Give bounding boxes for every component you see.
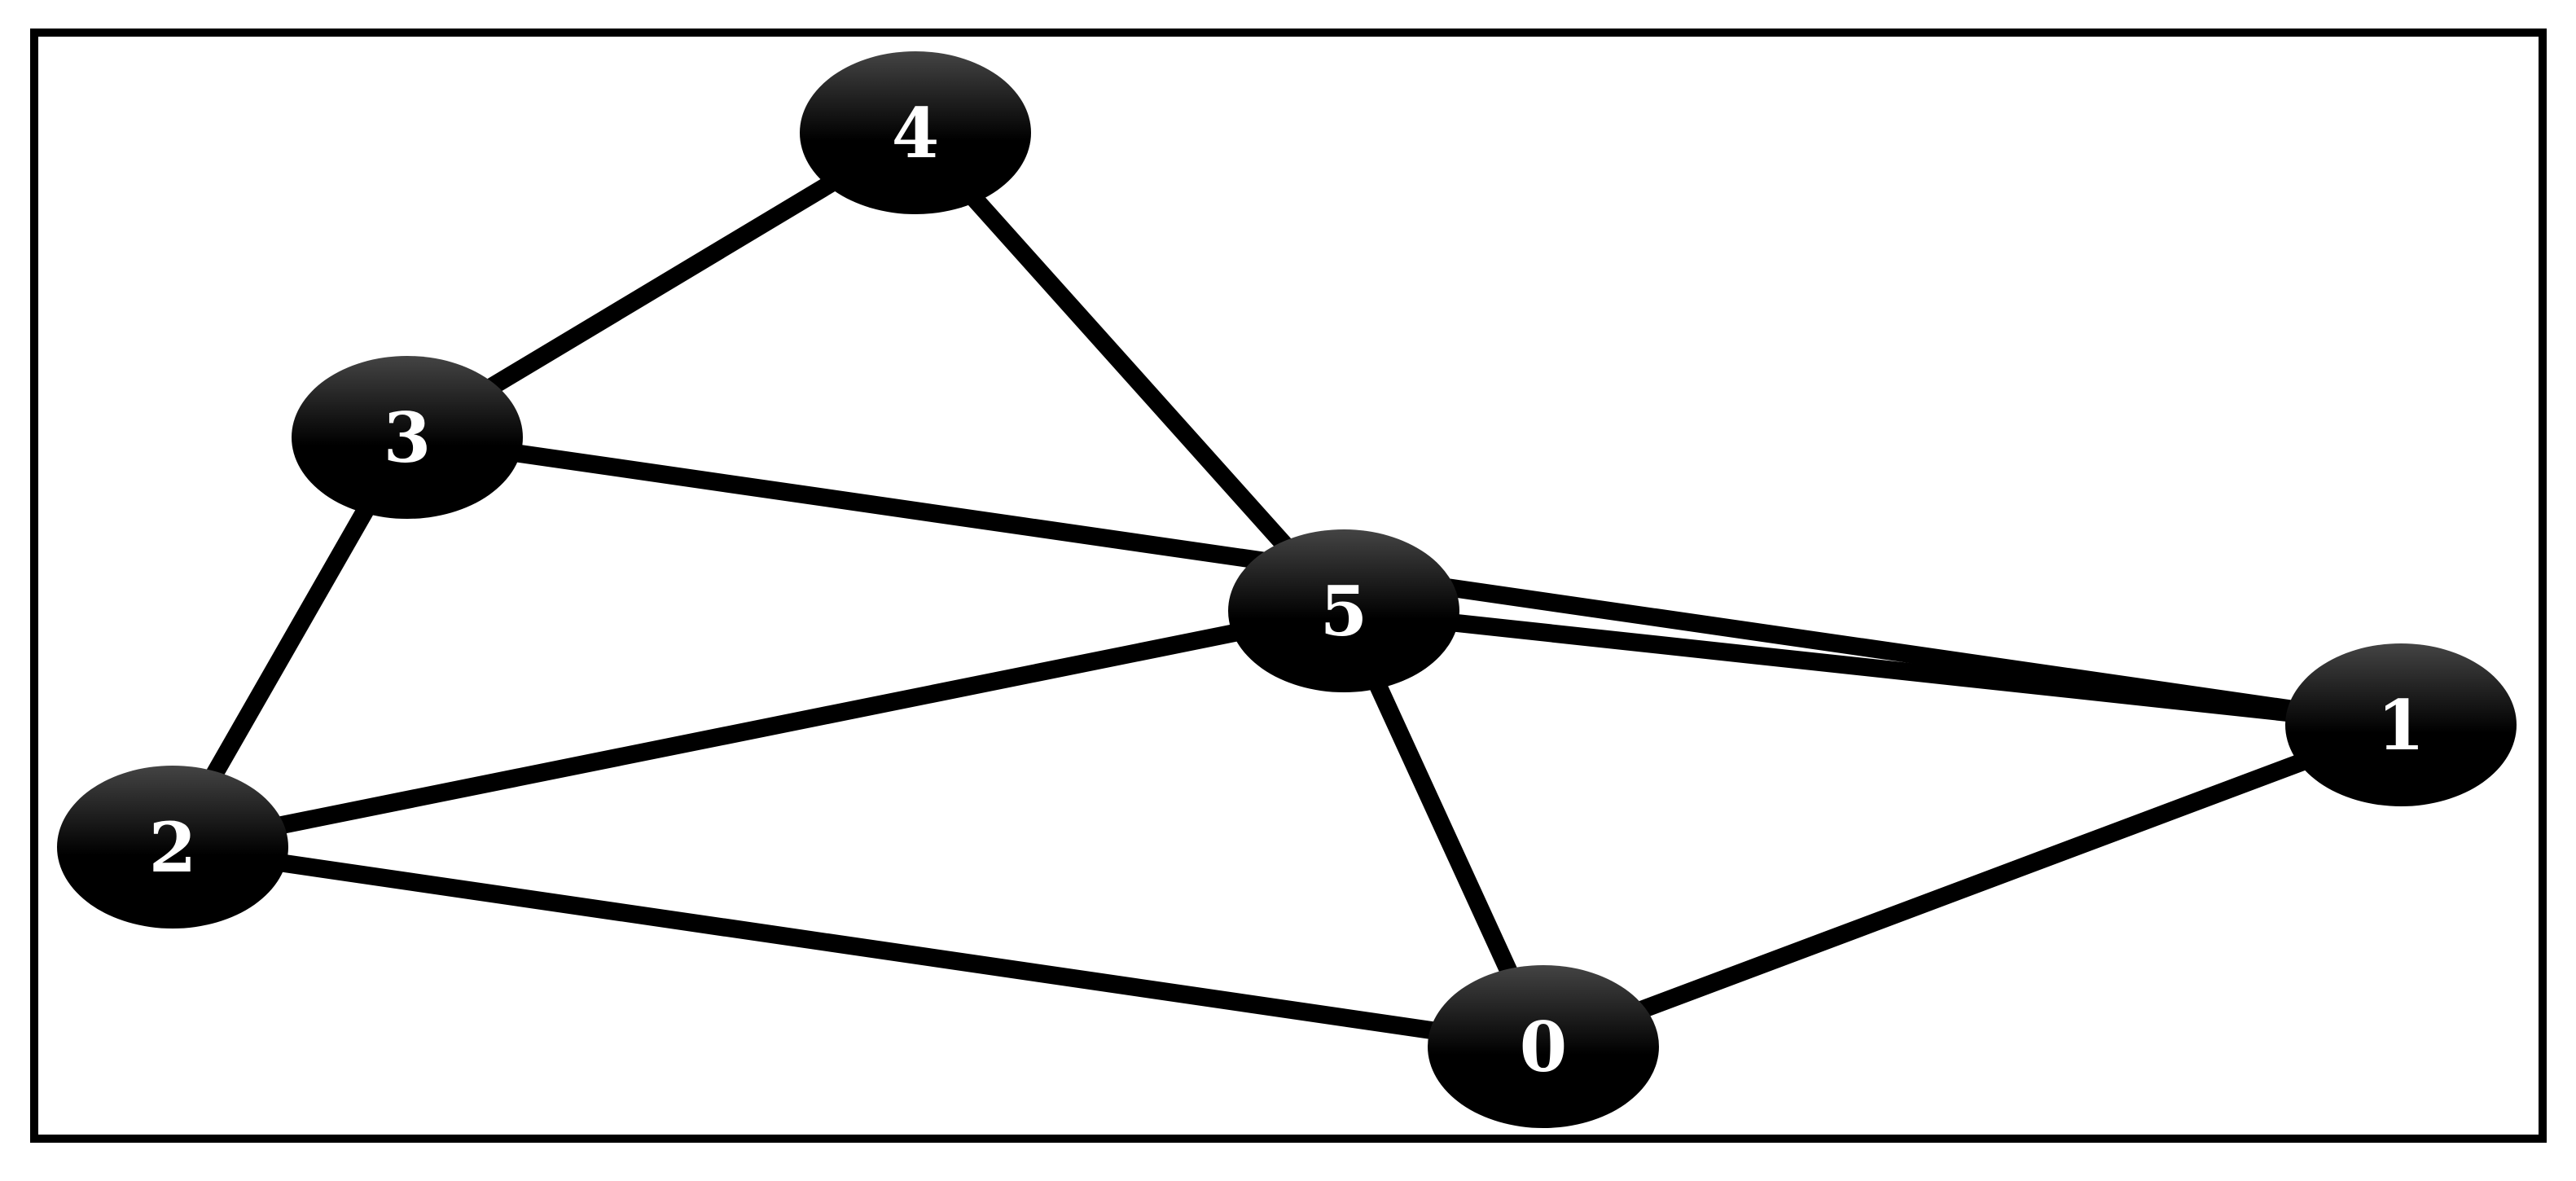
node-2[interactable]: 2 bbox=[57, 766, 288, 929]
node-label: 4 bbox=[892, 93, 939, 173]
node-ellipse bbox=[57, 766, 288, 929]
node-label: 5 bbox=[1320, 571, 1367, 652]
node-4[interactable]: 4 bbox=[800, 51, 1031, 214]
node-5[interactable]: 5 bbox=[1228, 529, 1459, 692]
edge-0-1 bbox=[1540, 716, 2404, 1056]
node-label: 0 bbox=[1520, 1007, 1567, 1087]
node-label: 1 bbox=[2377, 685, 2425, 766]
edge-5-1 bbox=[1342, 602, 2403, 734]
edge-4-5 bbox=[908, 126, 1351, 617]
node-ellipse bbox=[292, 356, 523, 519]
node-label: 3 bbox=[384, 397, 431, 478]
edge-2-0 bbox=[171, 838, 1545, 1056]
diagram-frame bbox=[30, 29, 2547, 1143]
node-ellipse bbox=[800, 51, 1031, 214]
node-3[interactable]: 3 bbox=[292, 356, 523, 519]
node-ellipse bbox=[2285, 643, 2517, 806]
node-1[interactable]: 1 bbox=[2285, 643, 2517, 806]
node-label: 2 bbox=[149, 807, 196, 888]
nodes-layer: 0 1 2 3 4 5 bbox=[57, 51, 2517, 1128]
edge-2-5 bbox=[170, 602, 1346, 856]
node-ellipse bbox=[1428, 965, 1659, 1128]
node-0[interactable]: 0 bbox=[1428, 965, 1659, 1128]
node-ellipse bbox=[1228, 529, 1459, 692]
